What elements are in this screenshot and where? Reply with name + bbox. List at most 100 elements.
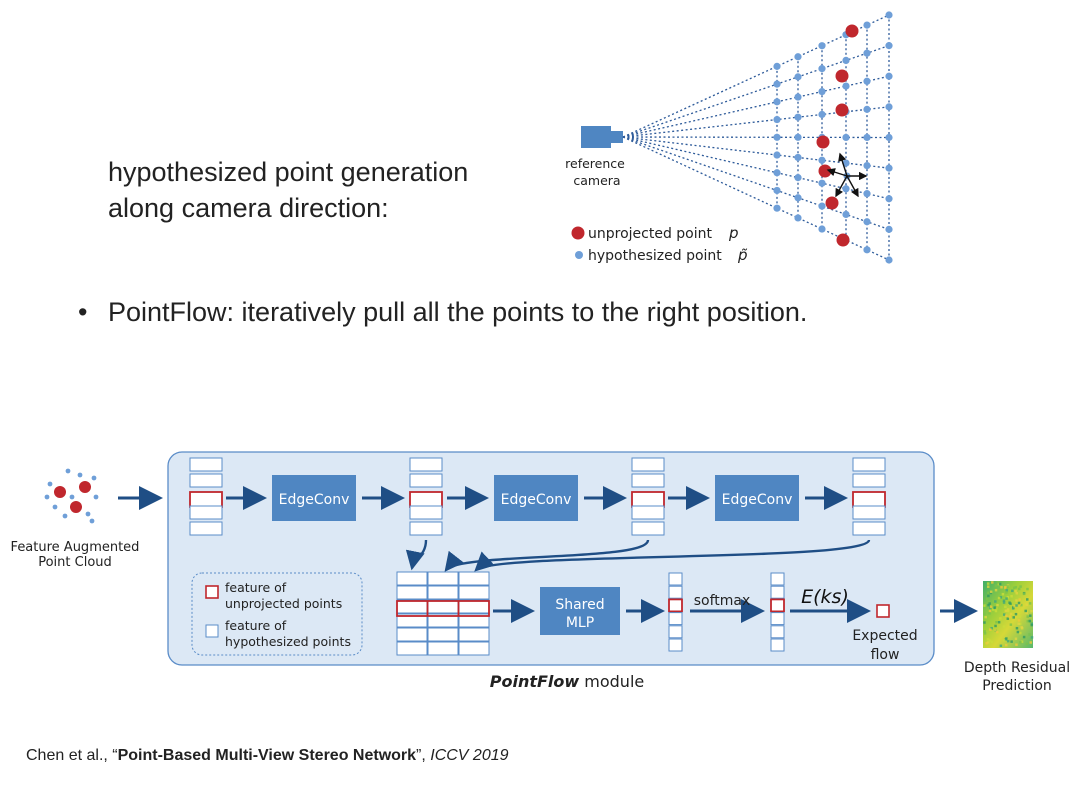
score-cell xyxy=(668,638,683,652)
heatmap-pixel xyxy=(1019,631,1022,635)
heatmap-pixel xyxy=(997,582,1001,586)
unprojected-point xyxy=(835,69,849,83)
bullet-text: PointFlow: iteratively pull all the poin… xyxy=(108,297,808,327)
heatmap-pixel xyxy=(1018,615,1022,618)
hypothesized-point xyxy=(885,256,893,264)
legend-white-square xyxy=(205,624,219,638)
heatmap-pixel xyxy=(990,626,993,630)
input-label-1: Feature Augmented xyxy=(11,540,140,555)
heatmap-pixel xyxy=(986,638,990,641)
legend-hypothesized-label: hypothesized point xyxy=(588,248,722,264)
heatmap-pixel xyxy=(988,639,992,642)
skip-connection-arrows xyxy=(405,538,871,572)
input-point-cloud xyxy=(44,468,99,524)
score-cell xyxy=(770,625,785,639)
heatmap-pixel xyxy=(1010,595,1013,598)
heatmap-pixel xyxy=(1030,622,1034,625)
feature-cell-unprojected xyxy=(189,491,223,508)
heatmap-pixel xyxy=(994,629,997,632)
feature-cell-hypothesized xyxy=(409,505,443,520)
heatmap-pixel xyxy=(990,640,994,644)
concat-cell xyxy=(458,641,490,656)
heatmap-pixel xyxy=(1014,637,1018,641)
heatmap-pixel xyxy=(1025,603,1029,606)
heatmap-pixel xyxy=(1010,640,1013,643)
heatmap-pixel xyxy=(1022,635,1026,639)
heading-line-1: hypothesized point generation xyxy=(108,157,469,187)
citation: Chen et al., “Point-Based Multi-View Ste… xyxy=(26,747,509,765)
feature-cell-hypothesized xyxy=(189,457,223,472)
hypothesized-point xyxy=(885,42,893,50)
concat-cell xyxy=(427,599,459,614)
heatmap-pixel xyxy=(1012,616,1015,619)
heatmap-pixel xyxy=(1025,642,1029,646)
heatmap-pixel xyxy=(1005,643,1008,647)
feature-cell-hypothesized xyxy=(409,473,443,488)
heatmap-pixel xyxy=(1028,602,1032,605)
score-cell xyxy=(770,572,785,586)
hypothesized-point xyxy=(863,21,871,29)
heatmap-pixel xyxy=(1008,615,1012,618)
heatmap-pixel xyxy=(987,594,990,598)
concat-cell xyxy=(396,627,428,642)
feature-cell-hypothesized xyxy=(189,521,223,536)
heatmap-pixel xyxy=(1020,640,1024,643)
hypothesized-point xyxy=(863,49,871,57)
hypothesized-point xyxy=(794,93,802,101)
heatmap-pixel xyxy=(985,604,988,608)
hypothesized-point xyxy=(842,82,850,90)
hypothesized-point xyxy=(773,204,781,212)
heatmap-pixel xyxy=(1005,591,1008,594)
hypothesized-point xyxy=(863,218,871,226)
heatmap-pixel xyxy=(1019,585,1022,588)
hypothesized-point xyxy=(885,133,893,142)
heatmap-pixel xyxy=(999,596,1003,599)
hypothesized-points xyxy=(773,11,893,264)
score-columns xyxy=(668,572,785,652)
heatmap-pixel xyxy=(998,582,1002,586)
concat-cell xyxy=(427,613,459,628)
concat-cell xyxy=(458,613,490,628)
heatmap-pixel xyxy=(995,620,998,624)
heatmap-pixel xyxy=(997,621,1001,624)
camera-label-1: reference xyxy=(565,156,625,171)
hypothesized-point xyxy=(842,56,850,64)
heatmap-pixel xyxy=(1020,626,1023,629)
hypothesized-point xyxy=(885,72,893,80)
camera-label-2: camera xyxy=(573,173,620,188)
hypothesized-point xyxy=(885,11,893,19)
heatmap-pixel xyxy=(999,644,1003,648)
hypothesized-point xyxy=(863,190,871,198)
heatmap-pixel xyxy=(987,603,990,607)
heatmap-pixel xyxy=(1029,641,1032,644)
legend-unprojected-dot xyxy=(571,226,585,240)
hypothesized-point xyxy=(885,164,893,172)
heatmap-pixel xyxy=(1030,623,1034,627)
hypothesized-point xyxy=(863,246,871,254)
heatmap-pixel xyxy=(1015,599,1018,602)
citation-middle: ”, xyxy=(416,747,431,764)
hypothesized-point xyxy=(885,195,893,203)
shared-mlp-label-2: MLP xyxy=(566,615,594,631)
legend-unprojected-symbol: p xyxy=(728,224,739,242)
heatmap-pixel xyxy=(986,585,990,588)
heatmap-pixel xyxy=(983,604,986,607)
heatmap-pixel xyxy=(1018,598,1021,601)
unprojected-point xyxy=(836,233,850,247)
feature-cell-unprojected xyxy=(852,491,886,508)
heatmap-pixel xyxy=(989,605,993,609)
heatmap-pixel xyxy=(1006,608,1010,611)
hypothesized-point xyxy=(818,179,826,187)
output-label-1: Depth Residual xyxy=(964,660,1070,676)
feature-cell-hypothesized xyxy=(852,473,886,488)
hypothesized-point xyxy=(794,73,802,81)
feature-cell-hypothesized xyxy=(852,457,886,472)
legend-red-label-2: unprojected points xyxy=(225,596,342,611)
heatmap-pixel xyxy=(1014,589,1017,593)
expected-flow-label-2: flow xyxy=(871,647,900,663)
heatmap-pixel xyxy=(1020,603,1023,607)
expected-flow-label-1: Expected xyxy=(852,628,917,644)
unprojected-point xyxy=(816,135,830,149)
legend-white-label-1: feature of xyxy=(225,618,287,633)
heatmap-pixel xyxy=(1017,601,1021,605)
